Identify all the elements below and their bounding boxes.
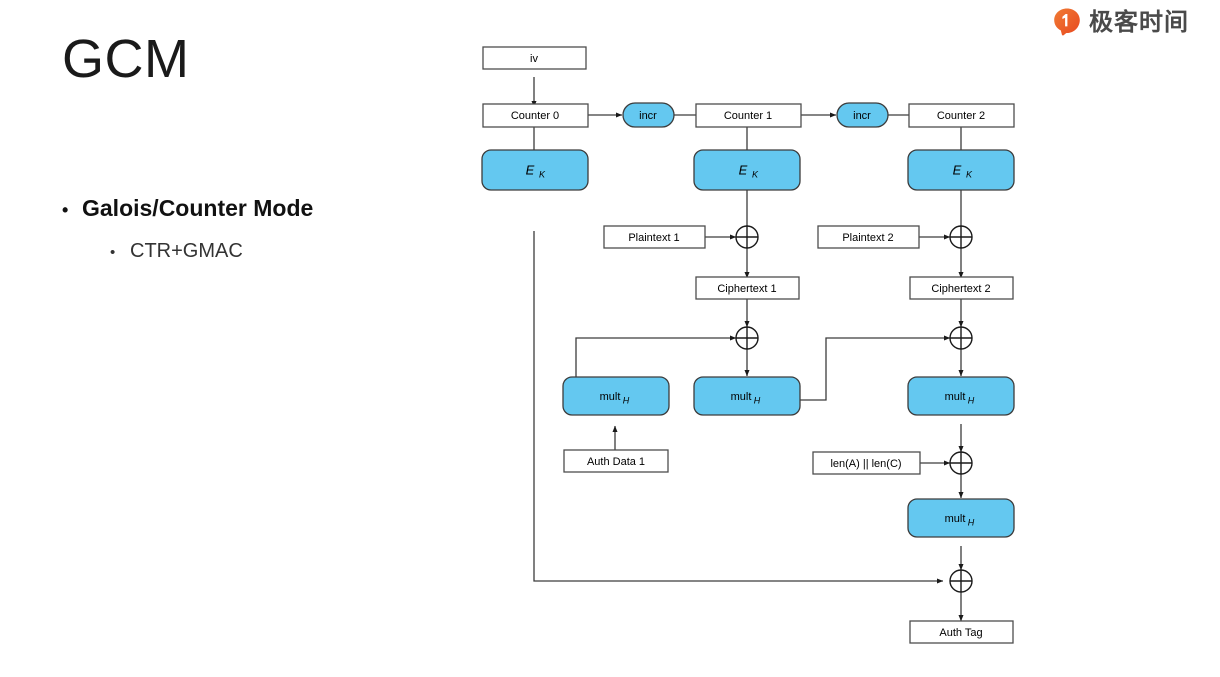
node-incr-1: incr bbox=[622, 102, 675, 128]
node-ek-0: E K bbox=[481, 149, 589, 191]
node-counter-2: Counter 2 bbox=[908, 103, 1015, 128]
node-mult-h-1-subscript: H bbox=[623, 395, 630, 405]
node-plaintext-1-label: Plaintext 1 bbox=[628, 232, 679, 244]
node-counter-1: Counter 1 bbox=[695, 103, 802, 128]
node-plaintext-2: Plaintext 2 bbox=[817, 225, 920, 249]
node-ciphertext-2: Ciphertext 2 bbox=[909, 276, 1014, 300]
node-mult-h-2: mult H bbox=[693, 376, 801, 416]
edge-mult1-to-xor3 bbox=[575, 335, 737, 377]
node-ek-1-subscript: K bbox=[752, 169, 759, 179]
edge-mult2-to-xor4 bbox=[779, 335, 951, 401]
node-incr-1-label: incr bbox=[639, 110, 657, 122]
xor-circle-plus-icon-2 bbox=[949, 225, 973, 249]
node-plaintext-2-label: Plaintext 2 bbox=[842, 232, 893, 244]
node-ek-2-label: E bbox=[953, 162, 962, 177]
bullet-list: • Galois/Counter Mode • CTR+GMAC bbox=[62, 195, 442, 263]
node-ek-0-subscript: K bbox=[539, 169, 546, 179]
geektime-logo-icon bbox=[1052, 7, 1082, 37]
bullet-marker-icon: • bbox=[62, 200, 69, 220]
node-counter-2-label: Counter 2 bbox=[937, 110, 985, 122]
xor-circle-plus-icon-6 bbox=[949, 569, 973, 593]
xor-circle-plus-icon-1 bbox=[735, 225, 759, 249]
node-mult-h-4-label: mult bbox=[945, 513, 966, 525]
node-incr-2-label: incr bbox=[853, 110, 871, 122]
bullet-text: CTR+GMAC bbox=[130, 240, 243, 262]
xor-circle-plus-icon-5 bbox=[949, 451, 973, 475]
node-mult-h-1-label: mult bbox=[600, 391, 621, 403]
node-mult-h-4-subscript: H bbox=[968, 517, 975, 527]
xor-circle-plus-icon-4 bbox=[949, 326, 973, 350]
node-ek-1-label: E bbox=[739, 162, 748, 177]
node-counter-1-label: Counter 1 bbox=[724, 110, 772, 122]
brand-wordmark: 极客时间 bbox=[1089, 8, 1189, 36]
node-incr-2: incr bbox=[836, 102, 889, 128]
node-ciphertext-1: Ciphertext 1 bbox=[695, 276, 800, 300]
bullet-text: Galois/Counter Mode bbox=[82, 195, 314, 221]
node-auth-tag-label: Auth Tag bbox=[939, 627, 982, 639]
node-mult-h-3-label: mult bbox=[945, 391, 966, 403]
bullet-item-level2: • CTR+GMAC bbox=[110, 240, 442, 263]
xor-circle-plus-icon-3 bbox=[735, 326, 759, 350]
node-mult-h-3: mult H bbox=[907, 376, 1015, 416]
node-ek-1: E K bbox=[693, 149, 801, 191]
edge-ek0-to-final-xor bbox=[533, 231, 944, 584]
node-auth-data-1-label: Auth Data 1 bbox=[587, 456, 645, 468]
page-title: GCM bbox=[62, 29, 190, 89]
node-len-a-len-c: len(A) || len(C) bbox=[812, 451, 921, 475]
node-ek-2-subscript: K bbox=[966, 169, 973, 179]
node-counter-0: Counter 0 bbox=[482, 103, 589, 128]
node-ek-0-label: E bbox=[526, 162, 535, 177]
node-counter-0-label: Counter 0 bbox=[511, 110, 559, 122]
node-auth-tag: Auth Tag bbox=[909, 620, 1014, 644]
node-mult-h-2-subscript: H bbox=[754, 395, 761, 405]
node-iv-label: iv bbox=[530, 53, 538, 65]
gcm-galois-counter-mode-diagram: iv Counter 0 incr Counter 1 incr Counter… bbox=[460, 38, 1040, 658]
node-mult-h-3-subscript: H bbox=[968, 395, 975, 405]
node-ciphertext-1-label: Ciphertext 1 bbox=[717, 283, 776, 295]
node-iv: iv bbox=[482, 46, 587, 70]
node-ek-2: E K bbox=[907, 149, 1015, 191]
bullet-item-level1: • Galois/Counter Mode bbox=[62, 195, 442, 222]
node-auth-data-1: Auth Data 1 bbox=[563, 449, 669, 473]
node-mult-h-2-label: mult bbox=[731, 391, 752, 403]
bullet-marker-icon: • bbox=[110, 244, 116, 261]
node-mult-h-1: mult H bbox=[562, 376, 670, 416]
brand-logo: 极客时间 bbox=[1052, 7, 1189, 37]
node-ciphertext-2-label: Ciphertext 2 bbox=[931, 283, 990, 295]
node-plaintext-1: Plaintext 1 bbox=[603, 225, 706, 249]
node-mult-h-4: mult H bbox=[907, 498, 1015, 538]
node-len-a-len-c-label: len(A) || len(C) bbox=[830, 458, 901, 470]
